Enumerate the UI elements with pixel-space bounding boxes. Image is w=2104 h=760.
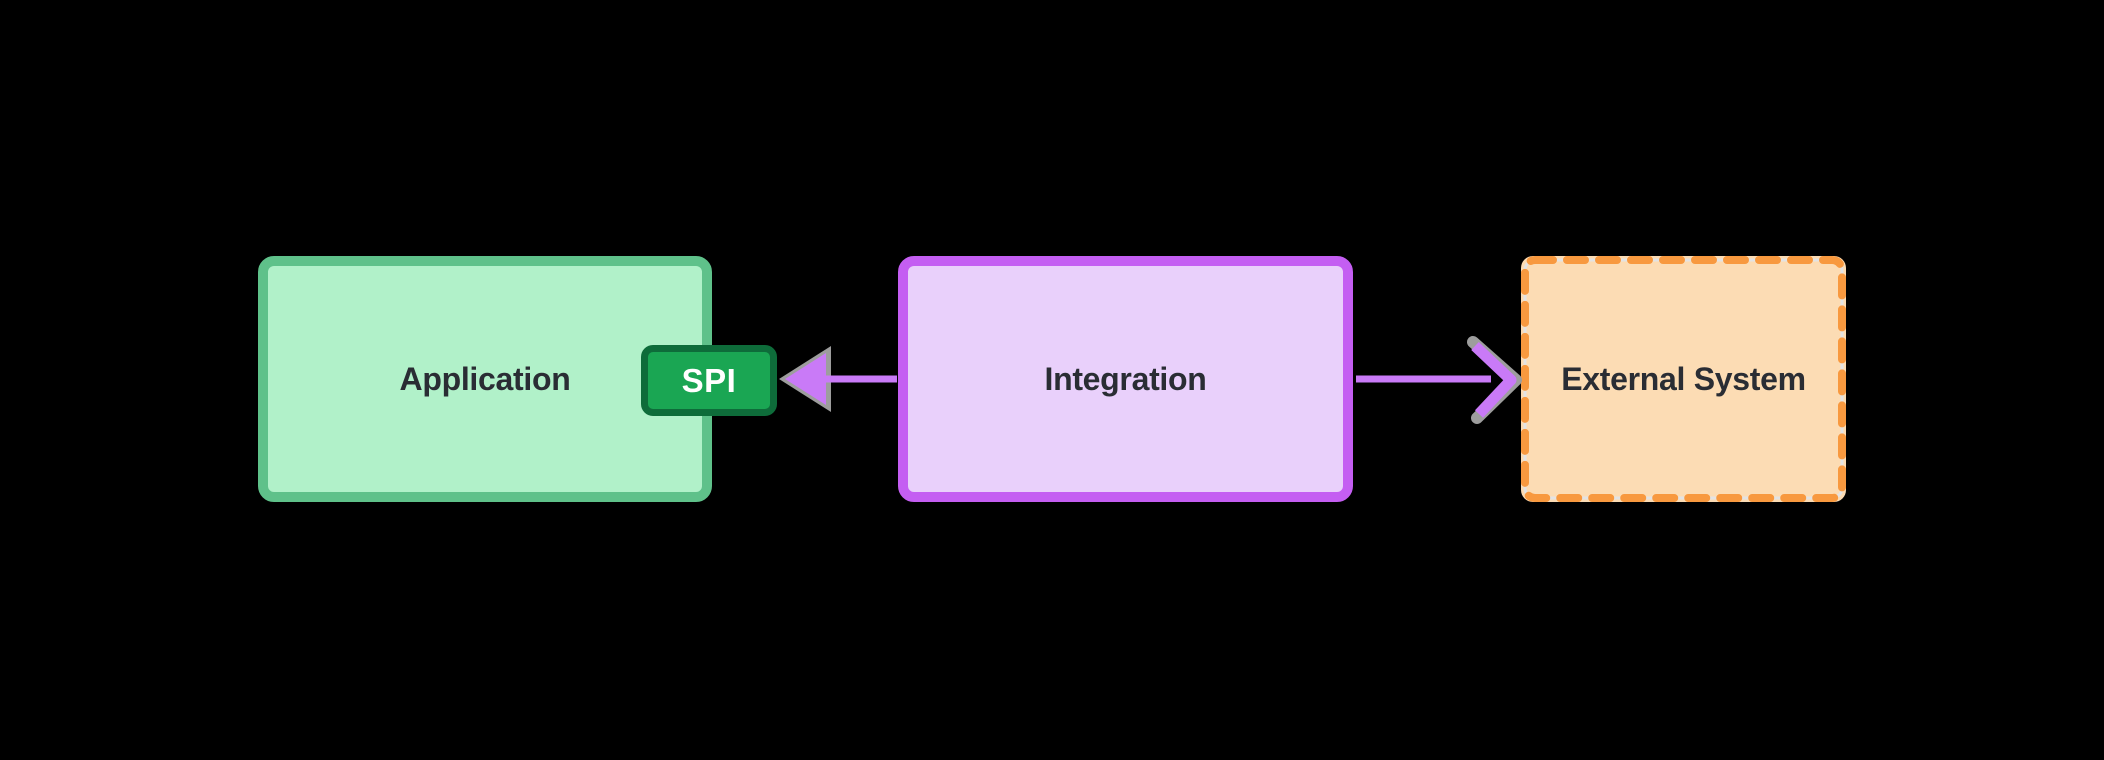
node-application-label: Application [399, 360, 571, 397]
node-application: Application [258, 256, 712, 502]
arrow-integration-to-external [1356, 336, 1522, 424]
node-integration-label: Integration [1044, 360, 1207, 397]
badge-spi: SPI [641, 345, 777, 416]
arrow-integration-to-spi [779, 346, 897, 412]
node-external-system-label: External System [1561, 360, 1806, 397]
arrow-right-halo [1467, 336, 1522, 424]
node-external-system: External System [1521, 256, 1846, 502]
node-integration: Integration [898, 256, 1353, 502]
arrow-right-head-icon [1471, 342, 1517, 418]
arrow-left-halo [779, 346, 831, 412]
arrow-left-head-icon [785, 353, 826, 405]
badge-spi-label: SPI [681, 361, 737, 399]
